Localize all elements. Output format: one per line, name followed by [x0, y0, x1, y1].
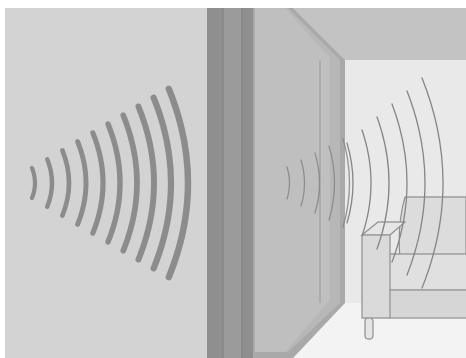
wall-layer-3 — [242, 8, 253, 358]
sofa-leg — [365, 318, 373, 339]
wall-layer-2 — [223, 8, 242, 358]
sofa-cushion — [388, 254, 466, 290]
sofa-back — [399, 197, 466, 258]
window-pane — [255, 8, 330, 352]
wall-layer-1 — [207, 8, 223, 358]
sofa-base — [388, 290, 466, 318]
sofa-arm-front — [362, 235, 390, 318]
